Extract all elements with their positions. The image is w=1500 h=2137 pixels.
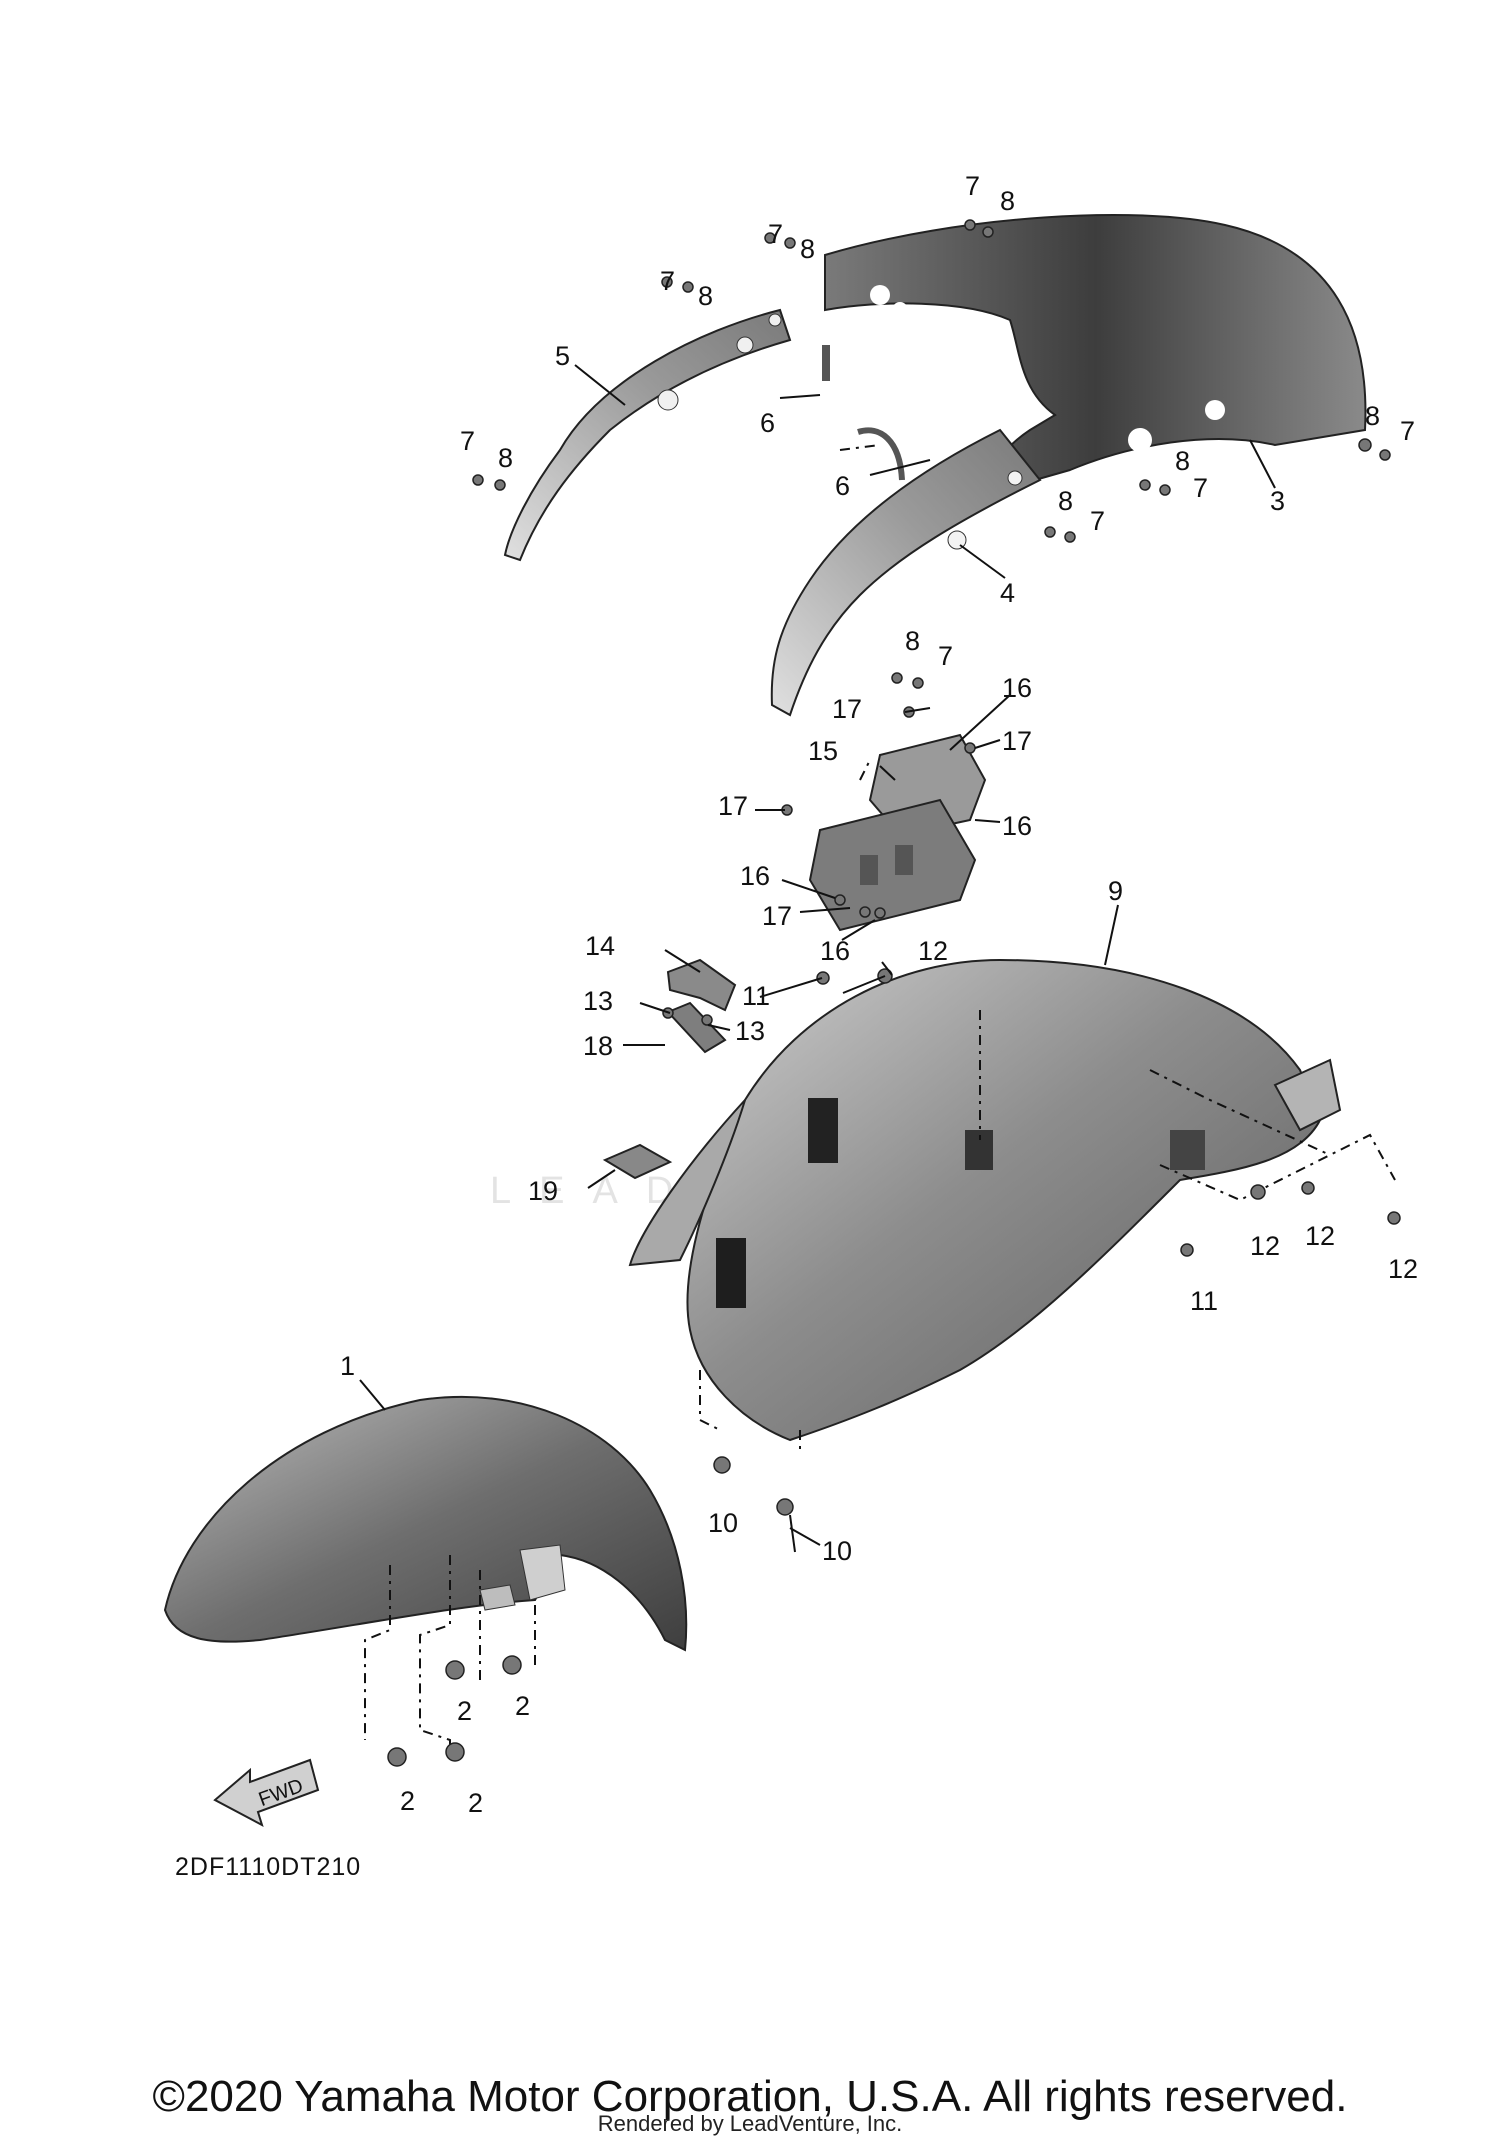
callout-7-c: 7	[768, 219, 783, 249]
front-fender	[163, 1395, 688, 1652]
callout-8-e: 8	[1365, 401, 1380, 431]
callout-11-a: 11	[742, 981, 770, 1011]
callout-9: 9	[1108, 876, 1123, 906]
callout-12-c: 12	[1305, 1221, 1335, 1251]
callout-18: 18	[583, 1031, 613, 1061]
diagram-code: 2DF1110DT210	[175, 1853, 362, 1881]
callout-8-h: 8	[905, 626, 920, 656]
callout-7-a: 7	[460, 426, 475, 456]
rendered-by-credit: Rendered by LeadVenture, Inc.	[597, 2111, 903, 2136]
leader-lines	[359, 364, 1276, 1553]
callout-10-a: 10	[708, 1508, 738, 1538]
callout-19: 19	[528, 1176, 558, 1206]
bracket-18	[666, 1001, 727, 1054]
callout-1: 1	[340, 1351, 355, 1381]
callout-7-h: 7	[938, 641, 953, 671]
copyright-notice: ©2020 Yamaha Motor Corporation, U.S.A. A…	[152, 2072, 1348, 2121]
callout-7-d: 7	[965, 171, 980, 201]
callout-2-d: 2	[515, 1691, 530, 1721]
strip-6-upper	[822, 345, 830, 381]
rear-fender-cover	[824, 214, 1367, 492]
callout-7-b: 7	[660, 266, 675, 296]
callout-8-c: 8	[800, 234, 815, 264]
callout-17-c: 17	[718, 791, 748, 821]
callout-16-c: 16	[740, 861, 770, 891]
callout-5: 5	[555, 341, 570, 371]
callout-10-b: 10	[822, 1536, 852, 1566]
callout-17-a: 17	[832, 694, 862, 724]
fasteners	[387, 219, 1401, 1767]
callout-8-a: 8	[498, 443, 513, 473]
callout-8-f: 8	[1175, 446, 1190, 476]
assembly-lines	[364, 444, 1396, 1760]
callout-16-b: 16	[1002, 811, 1032, 841]
fwd-arrow: FWD	[213, 1758, 320, 1828]
callout-17-b: 17	[1002, 726, 1032, 756]
bracket-14	[666, 958, 737, 1012]
callout-12-b: 12	[1250, 1231, 1280, 1261]
right-fender-rail	[770, 428, 1042, 717]
callout-2-a: 2	[400, 1786, 415, 1816]
callout-4: 4	[1000, 578, 1015, 608]
callout-8-b: 8	[698, 281, 713, 311]
callout-8-d: 8	[1000, 186, 1015, 216]
callout-15: 15	[808, 736, 838, 766]
callout-13-a: 13	[583, 986, 613, 1016]
callout-11-b: 11	[1190, 1286, 1218, 1316]
callout-7-f: 7	[1193, 473, 1208, 503]
callouts: 1 2 2 2 2 3 4 5 6 6 7 8 7 8 7 8 7 8 8 7 …	[340, 171, 1418, 1818]
callout-3: 3	[1270, 486, 1285, 516]
rear-fender	[628, 958, 1342, 1442]
callout-8-g: 8	[1058, 486, 1073, 516]
callout-17-d: 17	[762, 901, 792, 931]
callout-13-b: 13	[735, 1016, 765, 1046]
callout-16-d: 16	[820, 936, 850, 966]
pad-19	[602, 1143, 673, 1180]
callout-6-a: 6	[760, 408, 775, 438]
left-fender-rail	[503, 308, 792, 562]
callout-6-b: 6	[835, 471, 850, 501]
callout-16-a: 16	[1002, 673, 1032, 703]
callout-12-d: 12	[1388, 1254, 1418, 1284]
callout-12-a: 12	[918, 936, 948, 966]
callout-2-b: 2	[468, 1788, 483, 1818]
callout-2-c: 2	[457, 1696, 472, 1726]
callout-14: 14	[585, 931, 615, 961]
bracket-15	[808, 733, 987, 932]
callout-7-g: 7	[1090, 506, 1105, 536]
strip-6-lower	[857, 427, 905, 481]
callout-7-e: 7	[1400, 416, 1415, 446]
